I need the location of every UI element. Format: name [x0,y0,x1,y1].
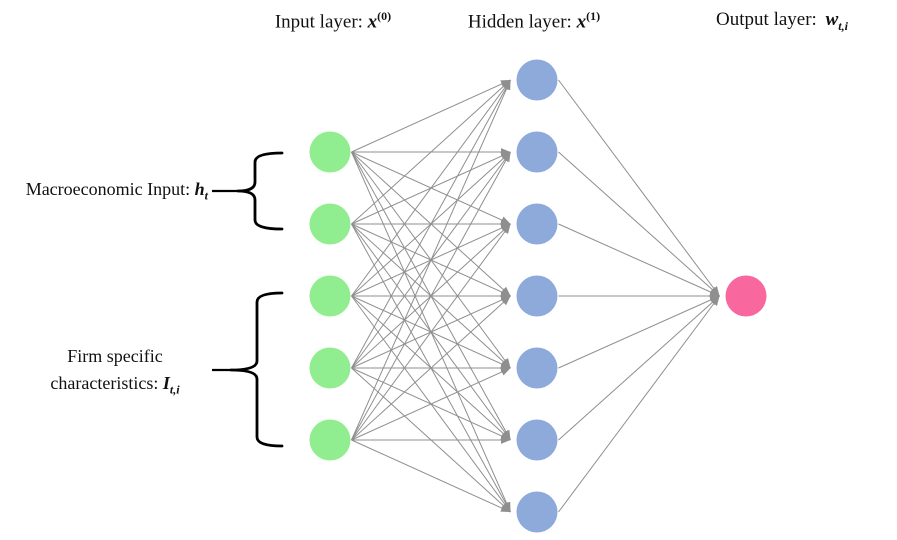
edge-line [351,367,511,441]
edge-line [558,295,720,513]
output-node [725,275,767,317]
hidden-layer-symbol: x [576,11,587,33]
macro-input-label: Macroeconomic Input: ht [0,177,208,209]
input-node [309,131,351,173]
hidden-layer-text: Hidden layer: [467,11,577,33]
firm-characteristics-label: Firm specific characteristics: It,i [15,343,215,404]
macro-group-brace [236,151,284,231]
edge-line [558,151,720,297]
hidden-node [516,131,558,173]
firm-label-symbol: I [162,373,170,393]
hidden-node [516,491,558,533]
input-node [309,203,351,245]
macro-input-symbol: h [194,179,205,199]
hidden-node [516,347,558,389]
edge-line [351,295,511,441]
edge-line [351,223,511,441]
edge-line [351,151,511,441]
firm-label-text: characteristics: [50,373,163,393]
firm-label-subscript: t,i [169,382,180,397]
output-layer-text: Output layer: [716,9,822,30]
hidden-node [516,275,558,317]
hidden-layer-superscript: (1) [586,9,601,23]
input-node [309,275,351,317]
input-node [309,419,351,461]
hidden-node [516,419,558,461]
hidden-node [516,203,558,245]
edge-line [351,439,511,513]
macro-input-subscript: t [204,188,208,203]
output-layer-label: Output layer: wt,i [716,9,848,34]
hidden-node [516,59,558,101]
edge-line [351,79,511,441]
macro-input-text: Macroeconomic Input: [25,179,195,199]
output-layer-symbol: w [825,9,839,30]
edge-line [558,295,720,369]
edge-line [351,79,511,153]
firm-group-brace [229,291,284,448]
input-layer-text: Input layer: [274,11,368,33]
edge-line [351,79,511,225]
hidden-layer-label: Hidden layer: x(1) [468,9,600,33]
input-layer-label: Input layer: x(0) [275,9,391,33]
output-layer-subscript: t,i [838,18,848,33]
edge-line [351,79,511,297]
edge-line [558,295,720,441]
firm-label-line1: Firm specific [67,346,163,366]
edge-line [351,79,511,369]
input-layer-superscript: (0) [377,9,392,23]
input-layer-symbol: x [367,11,378,33]
edge-line [558,79,720,297]
edge-line [558,223,720,297]
input-node [309,347,351,389]
firm-label-line2: characteristics: It,i [15,370,215,404]
